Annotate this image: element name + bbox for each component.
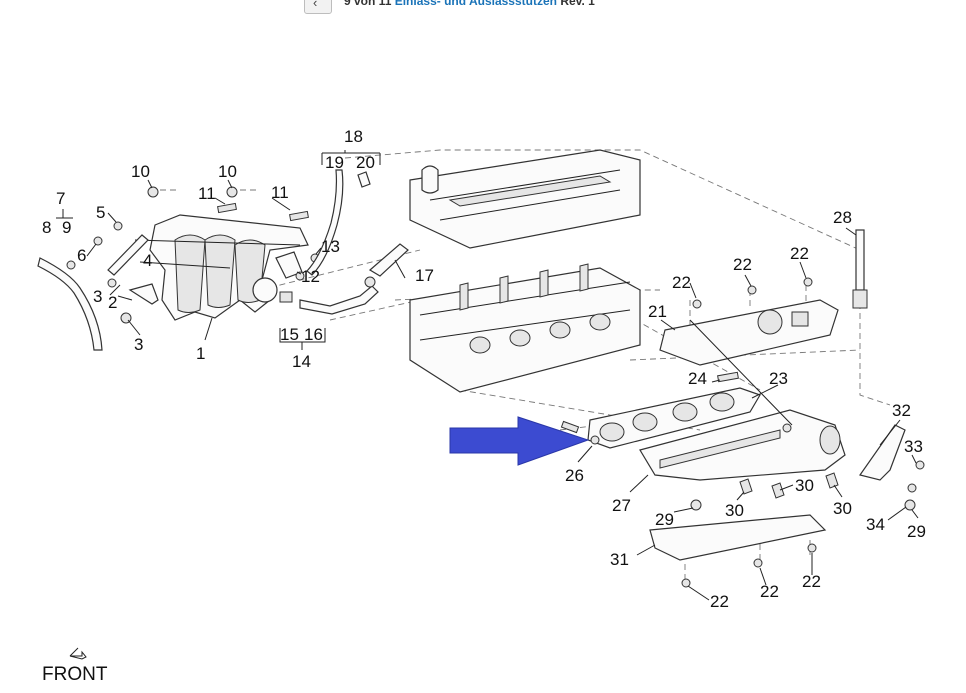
heat-shield-lower[interactable] — [649, 514, 827, 561]
callout-18[interactable]: 18 — [344, 127, 363, 146]
highlight-arrow-icon — [449, 416, 590, 466]
hoses-16-19[interactable] — [299, 169, 379, 315]
exhaust-manifold[interactable] — [639, 409, 846, 481]
callout-2[interactable]: 2 — [108, 293, 117, 312]
callout-12[interactable]: 12 — [301, 267, 320, 286]
header-bar: ‹ 9 von 11 Einlass- und Auslassstutzen R… — [300, 0, 720, 14]
valve-cover[interactable] — [409, 149, 641, 249]
callout-17[interactable]: 17 — [415, 266, 434, 285]
bracket-17[interactable] — [364, 243, 409, 288]
callout-24[interactable]: 24 — [688, 369, 707, 388]
callout-3a[interactable]: 3 — [93, 287, 102, 306]
callout-22e[interactable]: 22 — [760, 582, 779, 601]
callout-29b[interactable]: 29 — [907, 522, 926, 541]
section-link[interactable]: Einlass- und Auslassstutzen — [394, 0, 557, 8]
callout-8[interactable]: 8 — [42, 218, 51, 237]
callout-11a[interactable]: 11 — [198, 184, 216, 203]
callout-23[interactable]: 23 — [769, 369, 788, 388]
callout-30c[interactable]: 30 — [833, 499, 852, 518]
hose-7[interactable] — [37, 257, 103, 351]
callout-30b[interactable]: 30 — [795, 476, 814, 495]
back-button[interactable]: ‹ — [304, 0, 332, 14]
oxygen-sensor[interactable] — [852, 229, 868, 309]
callout-31[interactable]: 31 — [610, 550, 629, 569]
gasket-23[interactable] — [587, 387, 761, 449]
heat-shield-upper[interactable] — [659, 299, 839, 366]
small-parts-left[interactable] — [66, 186, 320, 324]
callout-11b[interactable]: 11 — [271, 183, 289, 202]
callout-9[interactable]: 9 — [62, 218, 71, 237]
callout-32[interactable]: 32 — [892, 401, 911, 420]
callout-3b[interactable]: 3 — [134, 335, 143, 354]
callout-22c[interactable]: 22 — [790, 244, 809, 263]
chevron-left-icon: ‹ — [313, 0, 318, 10]
callout-10b[interactable]: 10 — [218, 162, 237, 181]
bracket-32[interactable] — [859, 424, 906, 481]
callout-27[interactable]: 27 — [612, 496, 631, 515]
page-counter: 9 von 11 — [344, 0, 392, 8]
callout-22b[interactable]: 22 — [733, 255, 752, 274]
callout-22f[interactable]: 22 — [802, 572, 821, 591]
intake-manifold[interactable] — [134, 214, 309, 321]
callout-labels: 1 2 3 3 4 5 6 7 8 9 10 10 11 11 12 13 14… — [42, 127, 926, 611]
breadcrumb: 9 von 11 Einlass- und Auslassstutzen Rev… — [344, 0, 595, 8]
callout-10a[interactable]: 10 — [131, 162, 150, 181]
callout-5[interactable]: 5 — [96, 203, 105, 222]
leader-lines — [56, 150, 919, 601]
callout-30a[interactable]: 30 — [725, 501, 744, 520]
callout-13[interactable]: 13 — [321, 237, 340, 256]
callout-6[interactable]: 6 — [77, 246, 86, 265]
callout-4[interactable]: 4 — [143, 251, 152, 270]
callout-1[interactable]: 1 — [196, 344, 205, 363]
cylinder-head[interactable] — [409, 263, 641, 393]
callout-22a[interactable]: 22 — [672, 273, 691, 292]
front-label: FRONT — [42, 664, 108, 685]
callout-21[interactable]: 21 — [648, 302, 667, 321]
callout-34[interactable]: 34 — [866, 515, 885, 534]
callout-16[interactable]: 16 — [304, 325, 323, 344]
callout-15[interactable]: 15 — [280, 325, 299, 344]
arrow-icon — [69, 647, 87, 660]
callout-19[interactable]: 19 — [325, 153, 344, 172]
callout-28[interactable]: 28 — [833, 208, 852, 227]
callout-22d[interactable]: 22 — [710, 592, 729, 611]
callout-29a[interactable]: 29 — [655, 510, 674, 529]
callout-26[interactable]: 26 — [565, 466, 584, 485]
callout-7[interactable]: 7 — [56, 189, 65, 208]
fasteners[interactable] — [560, 277, 925, 588]
callout-14[interactable]: 14 — [292, 352, 311, 371]
callout-20[interactable]: 20 — [356, 153, 375, 172]
revision-label: Rev. 1 — [560, 0, 595, 8]
callout-33[interactable]: 33 — [904, 437, 923, 456]
